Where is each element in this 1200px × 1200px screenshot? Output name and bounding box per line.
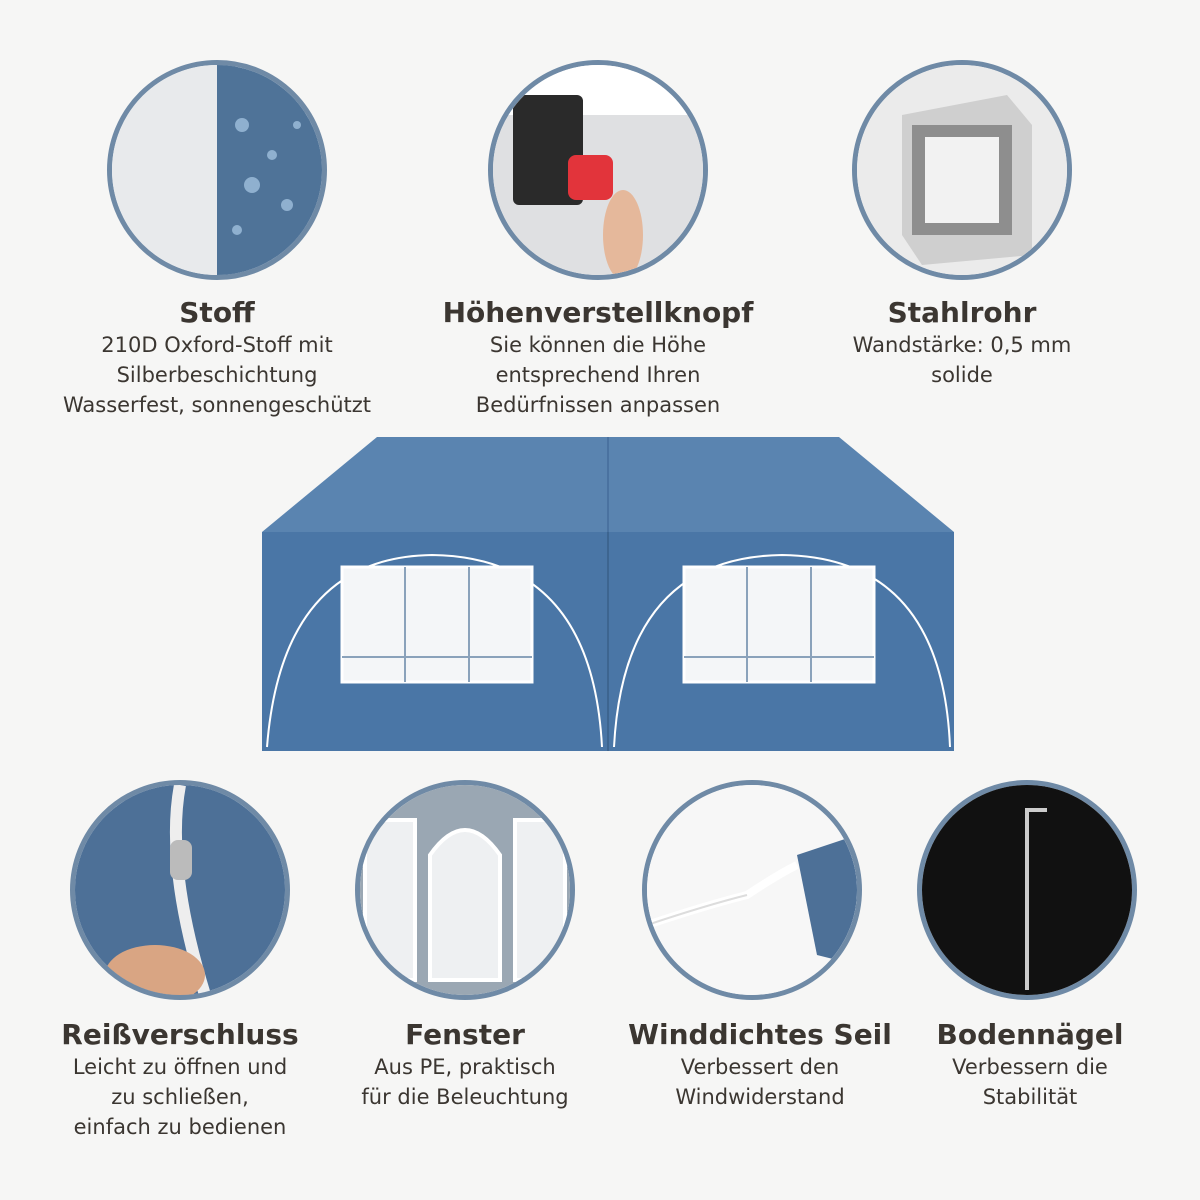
feature-text: Windwiderstand bbox=[675, 1085, 845, 1109]
feature-text: entsprechend Ihren bbox=[495, 363, 701, 387]
feature-hoehenverstellknopf: Höhenverstellknopf Sie können die Höhe e… bbox=[408, 296, 788, 420]
feature-text: einfach zu bedienen bbox=[73, 1115, 287, 1139]
height-button-image bbox=[488, 60, 708, 280]
feature-text: Bedürfnissen anpassen bbox=[475, 393, 721, 417]
feature-text: für die Beleuchtung bbox=[361, 1085, 569, 1109]
feature-text: Wandstärke: 0,5 mm bbox=[852, 333, 1072, 357]
feature-title: Winddichtes Seil bbox=[628, 1018, 892, 1051]
feature-text: 210D Oxford-Stoff mit bbox=[101, 333, 333, 357]
steel-tube-image bbox=[852, 60, 1072, 280]
feature-text: Verbessern die bbox=[952, 1055, 1108, 1079]
feature-text: zu schließen, bbox=[111, 1085, 249, 1109]
feature-winddichtes-seil: Winddichtes Seil Verbessert den Windwide… bbox=[570, 1018, 950, 1112]
feature-title: Stahlrohr bbox=[887, 296, 1037, 329]
fabric-image bbox=[107, 60, 327, 280]
tent-image bbox=[262, 437, 954, 751]
window-image bbox=[355, 780, 575, 1000]
feature-title: Fenster bbox=[405, 1018, 525, 1051]
feature-text: Silberbeschichtung bbox=[116, 363, 318, 387]
feature-text: Verbessert den bbox=[680, 1055, 840, 1079]
feature-text: Aus PE, praktisch bbox=[374, 1055, 556, 1079]
feature-title: Stoff bbox=[179, 296, 255, 329]
feature-title: Reißverschluss bbox=[61, 1018, 299, 1051]
feature-text: solide bbox=[931, 363, 993, 387]
feature-text: Wasserfest, sonnengeschützt bbox=[62, 393, 372, 417]
feature-bodennaegel: Bodennägel Verbessern die Stabilität bbox=[840, 1018, 1200, 1112]
feature-reissverschluss: Reißverschluss Leicht zu öffnen und zu s… bbox=[0, 1018, 370, 1142]
feature-title: Bodennägel bbox=[936, 1018, 1124, 1051]
feature-stoff: Stoff 210D Oxford-Stoff mit Silberbeschi… bbox=[27, 296, 407, 420]
feature-title: Höhenverstellknopf bbox=[442, 296, 754, 329]
rope-image bbox=[642, 780, 862, 1000]
feature-text: Stabilität bbox=[982, 1085, 1078, 1109]
zipper-image bbox=[70, 780, 290, 1000]
feature-stahlrohr: Stahlrohr Wandstärke: 0,5 mm solide bbox=[772, 296, 1152, 390]
feature-text: Sie können die Höhe bbox=[489, 333, 707, 357]
feature-fenster: Fenster Aus PE, praktisch für die Beleuc… bbox=[275, 1018, 655, 1112]
ground-stakes-image bbox=[917, 780, 1137, 1000]
feature-text: Leicht zu öffnen und bbox=[72, 1055, 288, 1079]
